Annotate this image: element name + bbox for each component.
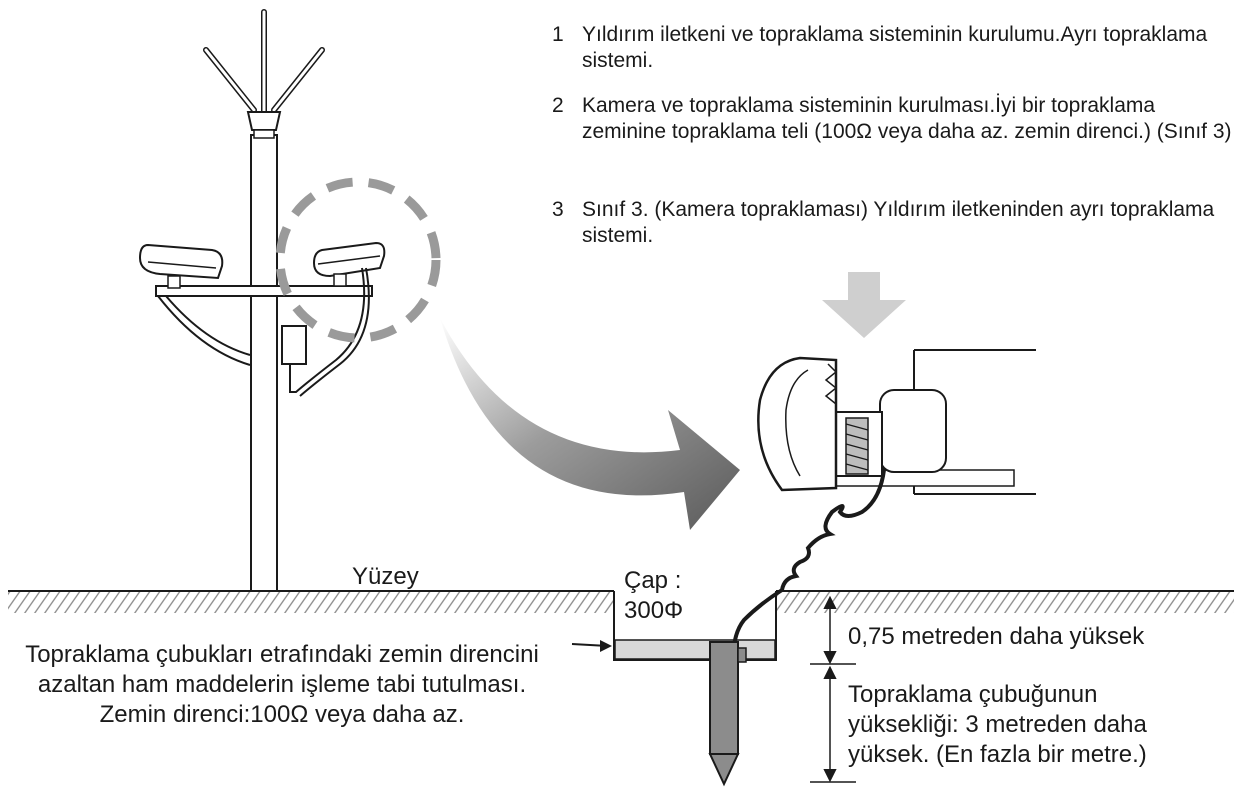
cctv-camera-icon	[312, 241, 386, 287]
treatment-pointer	[571, 640, 612, 652]
highlight-circle	[275, 177, 441, 343]
step-text: Yıldırım iletkeni ve topraklama sistemin…	[582, 23, 1208, 72]
step-2: 2 Kamera ve topraklama sisteminin kurulm…	[552, 93, 1232, 145]
step-text: Kamera ve topraklama sisteminin kurulmas…	[582, 94, 1232, 143]
step-number: 2	[552, 94, 564, 117]
diameter-label: Çap : 300Φ	[624, 567, 684, 624]
treatment-text: Topraklama çubukları etrafındaki zemin d…	[25, 641, 539, 698]
treatment-note: Topraklama çubukları etrafındaki zemin d…	[22, 640, 542, 730]
dimension-lines	[810, 595, 856, 783]
down-arrow	[822, 272, 906, 338]
step-number: 3	[552, 198, 564, 221]
pole-assembly	[138, 9, 386, 592]
zoom-arrow	[440, 318, 740, 530]
camera-closeup	[732, 349, 1036, 648]
cctv-camera-icon	[138, 243, 224, 289]
step-number: 1	[552, 23, 564, 46]
pole	[250, 134, 278, 592]
step-1: 1 Yıldırım iletkeni ve topraklama sistem…	[552, 22, 1232, 74]
ground-resistance-text: Zemin direnci:100Ω veya daha az.	[99, 701, 465, 728]
step-3: 3 Sınıf 3. (Kamera topraklaması) Yıldırı…	[552, 197, 1232, 249]
depth-label: 0,75 metreden daha yüksek	[848, 623, 1145, 650]
surface-label: Yüzey	[352, 563, 419, 590]
treatment-layer	[614, 639, 776, 660]
step-text: Sınıf 3. (Kamera topraklaması) Yıldırım …	[582, 198, 1215, 247]
ground-rod-icon	[708, 641, 747, 787]
lightning-rod-icon	[203, 9, 325, 139]
ground-surface	[8, 590, 1234, 661]
rod-height-label: Topraklama çubuğunun yüksekliği: 3 metre…	[848, 681, 1147, 768]
